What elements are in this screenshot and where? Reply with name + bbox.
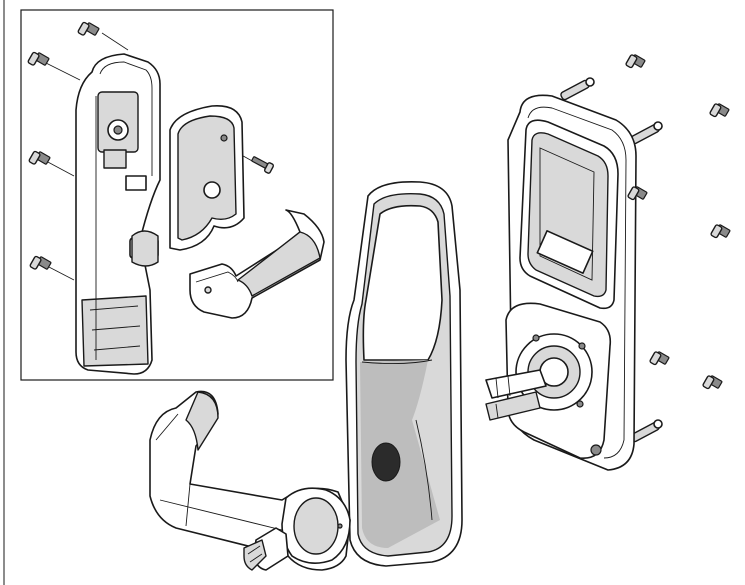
mounting-stud-top-right xyxy=(630,121,663,145)
mounting-stud-bottom-right xyxy=(630,419,663,443)
front-lever-with-key xyxy=(149,390,351,571)
mounting-screw-2 xyxy=(709,103,730,118)
inset-lever xyxy=(189,209,325,319)
mounting-stud-top-left xyxy=(560,77,595,101)
front-escutcheon xyxy=(345,180,463,567)
mounting-screw-1 xyxy=(625,54,646,69)
mounting-screw-3 xyxy=(627,186,648,201)
inset-screw-left-2 xyxy=(28,150,75,177)
inset-back-plate xyxy=(75,53,161,375)
inset-screw-top xyxy=(77,21,129,51)
mounting-screw-5 xyxy=(649,351,670,366)
inset-panel xyxy=(20,9,334,381)
spindle xyxy=(485,369,547,421)
mounting-screw-4 xyxy=(710,224,731,239)
inset-cover xyxy=(169,105,245,251)
inset-screw-left-3 xyxy=(29,255,75,281)
inset-screw-left-1 xyxy=(27,51,81,81)
mounting-screw-6 xyxy=(702,375,723,390)
rear-mounting-plate xyxy=(485,77,663,471)
